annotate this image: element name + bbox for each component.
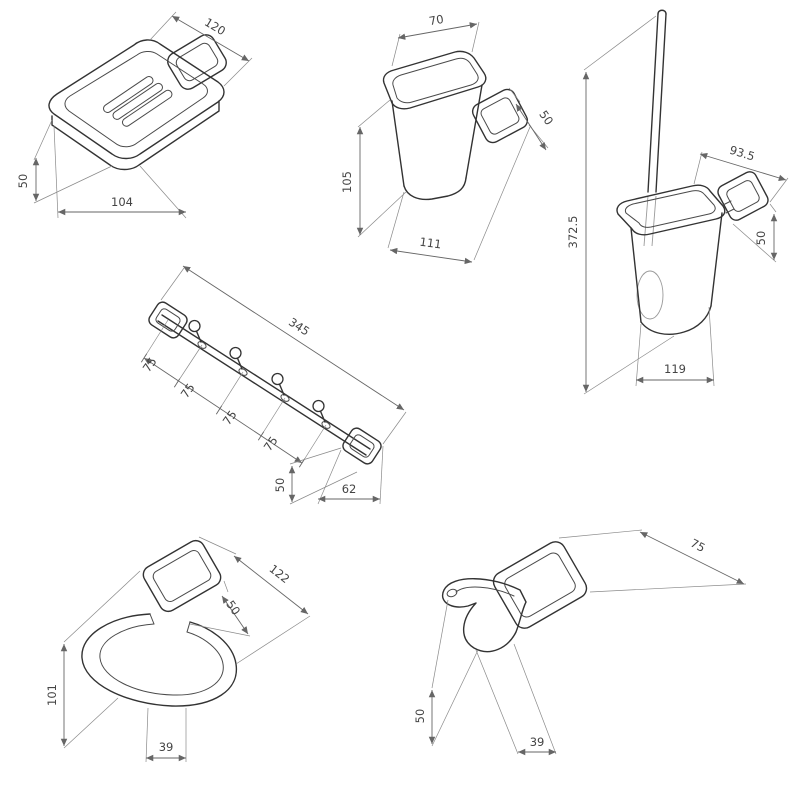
dim-label-brush-total-height: 372.5: [566, 216, 580, 249]
hook-rail-drawing: 345 75 75 75 75 50 62: [140, 265, 407, 505]
dim-label-tumbler-plate-depth: 50: [536, 108, 556, 128]
tumbler-body-bottom: [403, 177, 467, 201]
dim-label-soap-width-bottom: 104: [111, 195, 133, 209]
dim-label-hook-width-top: 75: [688, 536, 707, 555]
rail-hook-2: [229, 346, 248, 376]
brush-handle-cap: [657, 9, 667, 15]
paper-ring-outer: [81, 613, 238, 707]
robe-hook-body: [441, 578, 527, 653]
soap-dish-inner-rim: [64, 51, 208, 148]
dim-label-brush-plate-height: 50: [754, 231, 768, 246]
dim-label-rail-plate-height: 50: [273, 478, 287, 493]
toilet-brush-drawing: 93.5 372.5 50 119: [566, 9, 789, 395]
rail-hook-1: [188, 319, 207, 349]
brush-handle-2: [655, 13, 667, 193]
soap-dish-body: [48, 39, 225, 160]
robe-hook-drawing: 75 50 39: [413, 529, 747, 756]
tumbler-dimensions: 70 50 105 111: [340, 12, 556, 265]
dim-label-rail-spacing-2: 75: [178, 381, 198, 401]
dim-label-hook-height: 50: [413, 709, 427, 724]
paper-ring-caps: [149, 613, 191, 633]
robe-hook-wall-plate: [492, 541, 588, 629]
dim-label-paper-width-bottom: 39: [159, 740, 174, 754]
soap-dish-drain-slots: [103, 76, 173, 127]
dim-label-rail-spacing-1: 75: [140, 355, 160, 375]
dim-label-paper-plate-depth: 50: [223, 598, 243, 618]
tumbler-wall-plate: [471, 88, 529, 144]
dim-label-tumbler-width-bottom: 111: [419, 235, 443, 252]
robe-hook-tip: [446, 588, 458, 598]
soap-dish-drawing: 120 50 104: [16, 11, 253, 219]
tumbler-inner-rim: [392, 57, 479, 104]
dim-label-rail-length: 345: [286, 315, 312, 339]
dim-label-rail-spacing-3: 75: [220, 408, 240, 428]
paper-wall-plate: [142, 539, 222, 613]
dim-label-tumbler-height: 105: [340, 171, 354, 193]
tumbler-holder-drawing: 70 50 105 111: [340, 12, 556, 265]
dim-label-paper-width-top: 122: [267, 562, 293, 587]
dim-label-rail-spacing-4: 75: [261, 434, 281, 454]
robe-hook-inner-line: [455, 586, 515, 597]
tumbler-rim: [382, 50, 487, 110]
paper-holder-dimensions: 122 50 101 39: [45, 536, 311, 763]
tumbler-body-left: [391, 100, 405, 187]
soap-dish-side-wall: [51, 100, 220, 171]
dim-label-hook-width-bottom: 39: [530, 735, 545, 749]
rail-end-plate-bottom: [342, 427, 382, 465]
dim-label-tumbler-width-top: 70: [428, 12, 445, 28]
tumbler-body-right: [465, 84, 483, 179]
brush-cup-connector: [722, 200, 735, 214]
dim-label-soap-height: 50: [16, 174, 30, 189]
brush-cup-bottom: [640, 305, 712, 335]
hook-rail-dimensions: 345 75 75 75 75 50 62: [140, 265, 407, 505]
brush-handle: [647, 13, 659, 193]
dim-label-brush-width-bottom: 119: [664, 362, 686, 376]
brush-head: [636, 270, 664, 320]
brush-cup-right: [710, 212, 723, 307]
dim-label-paper-height: 101: [45, 684, 59, 706]
robe-hook-dimensions: 75 50 39: [413, 529, 747, 756]
brush-cup-inner-rim: [624, 190, 716, 228]
dim-label-brush-width-top: 93.5: [728, 143, 757, 164]
paper-holder-drawing: 122 50 101 39: [45, 536, 311, 763]
brush-cup-left: [630, 227, 642, 323]
toilet-brush-dimensions: 93.5 372.5 50 119: [566, 15, 789, 395]
rail-hook-4: [312, 399, 331, 429]
paper-ring-inner: [99, 623, 224, 696]
brush-handle-inside: [643, 195, 657, 247]
dim-label-rail-plate-width: 62: [342, 482, 357, 496]
brush-cup-rim: [616, 184, 726, 236]
